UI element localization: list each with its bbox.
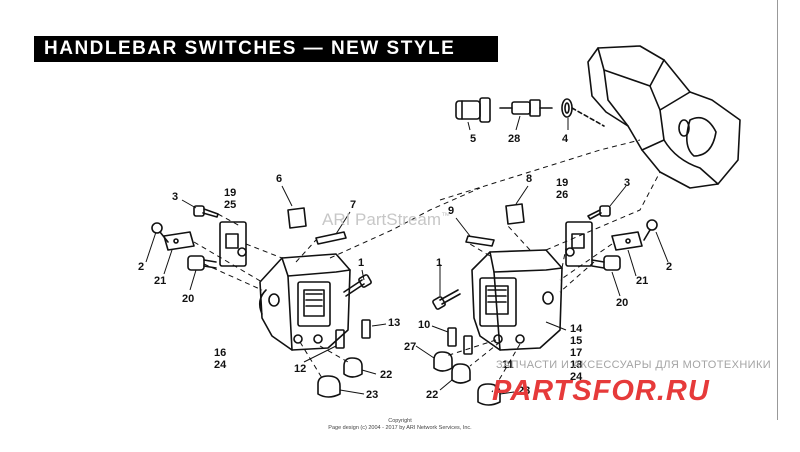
- callout-27: 27: [404, 341, 416, 353]
- label-plate-6: [287, 207, 307, 229]
- watermark: ARI PartStream™: [322, 210, 450, 230]
- clamp-21-right: [611, 231, 643, 251]
- right-switch-module: [565, 221, 593, 267]
- callout-23-left: 23: [366, 389, 378, 401]
- callout-17: 17: [570, 347, 582, 359]
- callout-numbers: 5 28 4 6 7 8 9 3 19 25 2 21 20 1 13 16 2…: [138, 133, 672, 401]
- callout-2-left: 2: [138, 261, 144, 273]
- callout-3-left: 3: [172, 191, 178, 203]
- part-28-plunger: [499, 99, 553, 117]
- switch-cap-12: [335, 329, 345, 349]
- callout-22-left: 22: [380, 369, 392, 381]
- callout-1-left: 1: [358, 257, 364, 269]
- callout-2-right: 2: [666, 261, 672, 273]
- button-22-left: [343, 357, 363, 378]
- frame-border: [777, 0, 778, 420]
- callout-20-right: 20: [616, 297, 628, 309]
- callout-15: 15: [570, 335, 582, 347]
- callout-24-left: 24: [214, 359, 227, 371]
- screw-3-right: [587, 205, 611, 220]
- copyright-notice: Page design (c) 2004 - 2017 by ARI Netwo…: [328, 425, 472, 431]
- left-switch-housing: [258, 253, 351, 351]
- part-4-oring: [561, 98, 573, 118]
- label-plate-8: [505, 203, 525, 225]
- copyright-label: Copyright: [388, 418, 412, 424]
- brand-logo: PARTSFOR.RU: [492, 375, 710, 407]
- button-27: [433, 351, 453, 372]
- callout-20-left: 20: [182, 293, 194, 305]
- callout-25: 25: [224, 199, 236, 211]
- part-5-bushing: [455, 97, 491, 123]
- callout-11: 11: [502, 359, 514, 371]
- brand-logo-text: PARTSFOR.RU: [492, 375, 710, 407]
- callout-13-left: 13: [388, 317, 400, 329]
- callout-3-right: 3: [624, 177, 630, 189]
- callout-14: 14: [570, 323, 583, 335]
- clamp-21-left: [163, 231, 195, 251]
- callout-16: 16: [214, 347, 226, 359]
- callout-19-right: 19: [556, 177, 568, 189]
- watermark-text: ARI PartStream: [322, 210, 442, 229]
- screw-1-left: [343, 274, 372, 297]
- brand-tagline: ЗАПЧАСТИ И АКСЕССУАРЫ ДЛЯ МОТОТЕХНИКИ: [496, 359, 772, 371]
- callout-1-right: 1: [436, 257, 442, 269]
- assembly-lines: [193, 139, 661, 393]
- callout-21-left: 21: [154, 275, 166, 287]
- handlebar-housing: [587, 45, 741, 189]
- callout-6: 6: [276, 173, 282, 185]
- callout-18: 18: [570, 359, 582, 371]
- diagram-title: HANDLEBAR SWITCHES — NEW STYLE: [34, 36, 498, 62]
- switch-cap-11: [463, 335, 473, 355]
- button-22-right: [451, 363, 471, 384]
- callout-5: 5: [470, 133, 476, 145]
- left-switch-module: [219, 221, 247, 267]
- callout-21-right: 21: [636, 275, 648, 287]
- callout-10: 10: [418, 319, 430, 331]
- screw-2-right: [643, 219, 658, 241]
- callout-7: 7: [350, 199, 356, 211]
- callout-23-right: 23: [518, 385, 530, 397]
- callout-22-right: 22: [426, 389, 438, 401]
- connector-20-right: [591, 255, 621, 271]
- label-strip-9: [465, 235, 495, 247]
- label-strip-7: [315, 231, 347, 245]
- callout-24-right: 24: [570, 371, 583, 383]
- callout-19-left: 19: [224, 187, 236, 199]
- callout-4: 4: [562, 133, 569, 145]
- callout-26: 26: [556, 189, 568, 201]
- callout-8: 8: [526, 173, 532, 185]
- button-23-left: [317, 375, 341, 398]
- callout-9: 9: [448, 205, 454, 217]
- callout-28: 28: [508, 133, 520, 145]
- switch-cap-13: [361, 319, 371, 339]
- callout-12: 12: [294, 363, 306, 375]
- leader-lines: [145, 115, 669, 395]
- screw-1-right: [432, 289, 461, 310]
- button-23-right: [477, 383, 501, 406]
- connector-20-left: [187, 255, 217, 271]
- right-switch-housing: [471, 249, 563, 351]
- switch-cap-10: [447, 327, 457, 347]
- screw-3-left: [193, 205, 219, 218]
- trademark-mark: ™: [441, 210, 451, 221]
- copyright-footer: Copyright Page design (c) 2004 - 2017 by…: [0, 418, 800, 432]
